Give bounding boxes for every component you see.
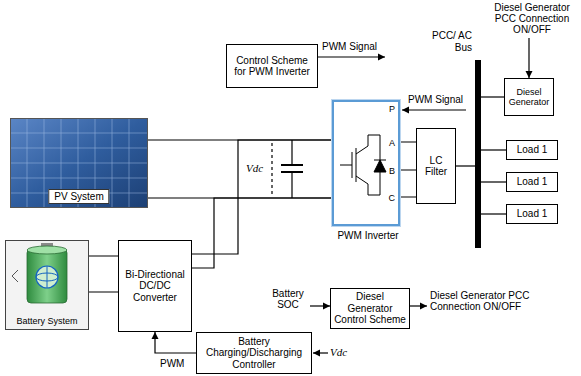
wire-connector (481, 149, 506, 150)
signal-label: PWM Signal (322, 41, 384, 52)
ac-bus-bar: PCC/ AC Bus (475, 60, 481, 248)
load-box: Load 1 (506, 204, 558, 224)
wire-connector (400, 142, 416, 197)
wire-connector (148, 140, 332, 198)
load-box: Load 1 (506, 172, 558, 192)
node-label: Diesel Generator (508, 87, 550, 108)
wire-connector (481, 181, 506, 182)
node-label: PCC/ AC Bus (432, 30, 472, 53)
node-label: Load 1 (517, 144, 548, 156)
wire-connector (89, 256, 118, 292)
signal-label: Vdc (330, 346, 356, 358)
filter-box: LC Filter (416, 128, 456, 204)
node-label: Battery System (6, 316, 88, 326)
node-label: Load 1 (517, 176, 548, 188)
node-label: PWM Inverter (322, 230, 414, 242)
node-label: Load 1 (517, 208, 548, 220)
node-label: Bi-Directional DC/DC Converter (122, 269, 188, 304)
load-box: Load 1 (506, 140, 558, 160)
inverter-box: PWM InverterPABC (332, 100, 400, 226)
pv-panel: PV System (10, 118, 148, 208)
terminal-label: A (389, 138, 395, 149)
signal-label: Diesel Generator PCC Connection ON/OFF (486, 2, 578, 35)
control-box: Diesel Generator Control Scheme (330, 288, 410, 329)
node-label: PV System (48, 189, 109, 205)
signal-label: PWM Signal (408, 94, 468, 105)
signal-arrows (310, 38, 529, 353)
dc-link-capacitor (272, 140, 303, 198)
wire-connector (192, 140, 332, 268)
control-box: Control Scheme for PWM Inverter (226, 44, 318, 88)
battery-picture (6, 241, 88, 329)
node-label: Control Scheme for PWM Inverter (230, 55, 314, 78)
edge-label: PWM (160, 358, 184, 369)
node-label: Battery Charging/Discharging Controller (200, 336, 308, 371)
converter-box: Bi-Directional DC/DC Converter (118, 240, 192, 332)
solar-panel (10, 118, 148, 208)
wire-connector (456, 165, 475, 166)
controller-box: Battery Charging/Discharging Controller (196, 332, 312, 374)
generator-box: Diesel Generator (504, 78, 554, 116)
wire-connector (155, 332, 196, 353)
terminal-label: B (389, 166, 395, 177)
igbt-symbol (340, 135, 386, 195)
terminal-label: C (389, 193, 396, 204)
terminal-label: P (389, 104, 395, 115)
node-label: LC Filter (420, 155, 452, 178)
signal-label: Battery SOC (268, 288, 308, 310)
wire-connector (481, 213, 506, 214)
node-label: Diesel Generator Control Scheme (334, 291, 406, 326)
signal-label: Vdc (246, 162, 270, 174)
signal-label: Diesel Generator PCC Connection ON/OFF (430, 290, 530, 312)
wire-connector (481, 96, 504, 97)
battery-box: Battery System (5, 240, 89, 330)
